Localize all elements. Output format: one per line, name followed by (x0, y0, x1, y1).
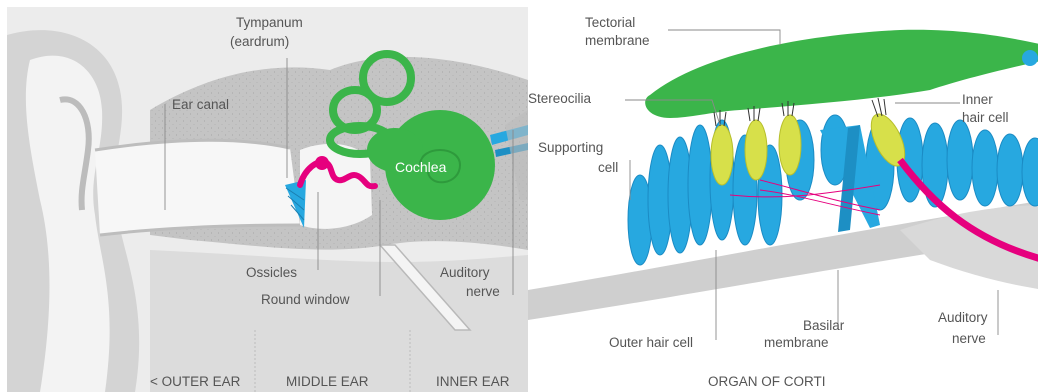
cell-top-corner (1022, 50, 1038, 66)
organ-of-corti-illustration: Tectorial membrane Stereocilia Inner hai… (528, 7, 1045, 392)
label-outer-hair-cell: Outer hair cell (609, 335, 693, 350)
label-auditory-nerve-2: nerve (466, 284, 500, 299)
label-supporting-2: cell (598, 160, 618, 175)
section-inner-ear: INNER EAR (436, 374, 510, 389)
label-inner-hair-2: hair cell (962, 110, 1009, 125)
label-inner-hair-1: Inner (962, 92, 993, 107)
label-basilar-1: Basilar (803, 318, 845, 333)
label-tympanum: Tympanum (236, 15, 303, 30)
label-auditory-nerve-r2: nerve (952, 331, 986, 346)
label-tectorial-1: Tectorial (585, 15, 635, 30)
ear-illustration: Tympanum (eardrum) Ear canal Cochlea Oss… (7, 7, 528, 392)
label-ear-canal: Ear canal (172, 97, 229, 112)
label-auditory-nerve-r1: Auditory (938, 310, 988, 325)
label-supporting-1: Supporting (538, 140, 603, 155)
label-ossicles: Ossicles (246, 265, 297, 280)
section-middle-ear: MIDDLE EAR (286, 374, 369, 389)
label-tympanum-sub: (eardrum) (230, 34, 289, 49)
label-round-window: Round window (261, 292, 350, 307)
label-cochlea: Cochlea (395, 159, 447, 175)
label-tectorial-2: membrane (585, 33, 650, 48)
malleus-head (315, 156, 329, 170)
section-outer-ear: < OUTER EAR (150, 374, 241, 389)
ear-canal (95, 140, 300, 235)
label-stereocilia: Stereocilia (528, 91, 592, 106)
label-basilar-2: membrane (764, 335, 829, 350)
section-organ-of-corti: ORGAN OF CORTI (708, 374, 826, 389)
label-auditory-nerve-1: Auditory (440, 265, 490, 280)
